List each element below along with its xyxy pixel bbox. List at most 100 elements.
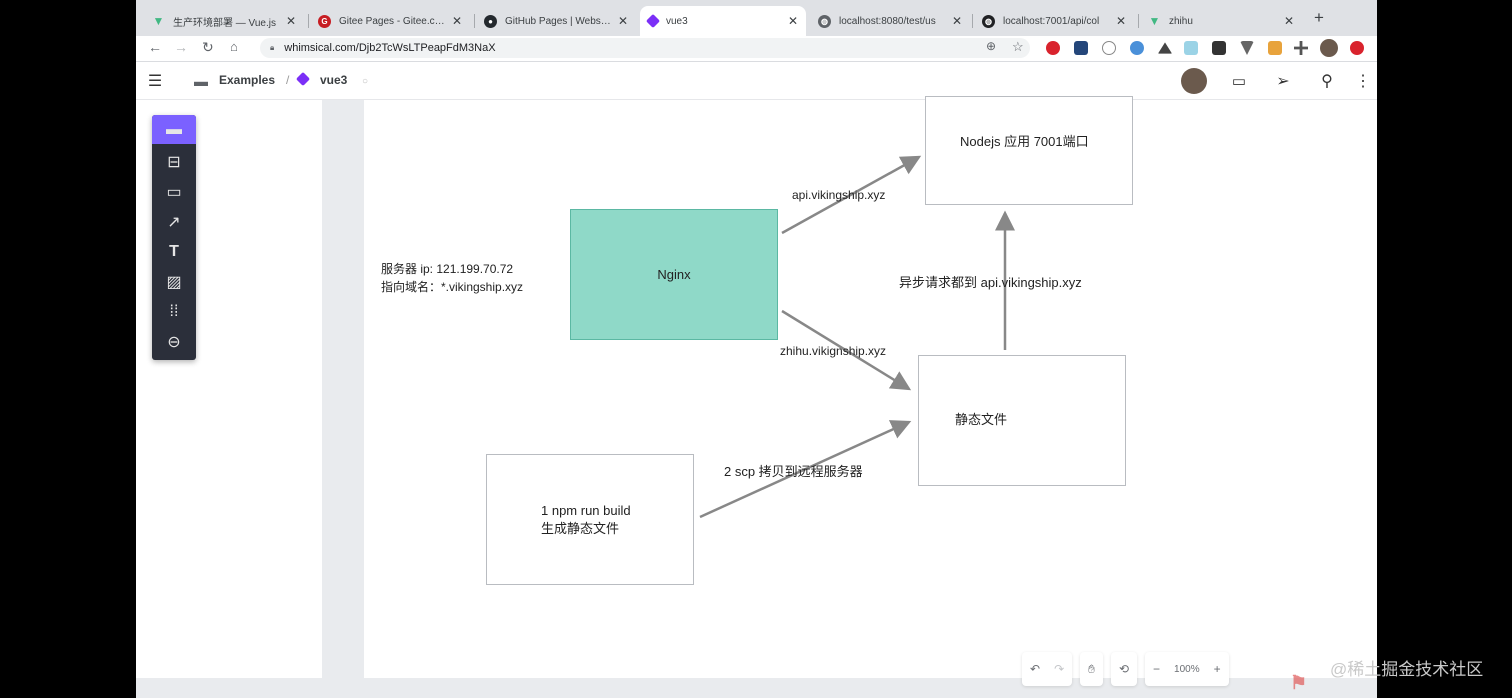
close-icon[interactable]: ✕ — [285, 14, 296, 28]
nodejs-label: Nodejs 应用 7001端口 — [960, 134, 1089, 149]
undo-redo-group: ↶ ↷ — [1022, 652, 1073, 686]
user-avatar[interactable] — [1181, 68, 1207, 94]
sidebar-toggle-icon[interactable]: ☰ — [147, 73, 163, 90]
home-icon[interactable]: ⌂ — [230, 39, 238, 54]
edge-label-scp: 2 scp 拷贝到远程服务器 — [724, 464, 863, 479]
comment-icon[interactable]: ▭ — [1231, 73, 1247, 90]
nginx-label: Nginx — [657, 267, 691, 282]
arrow-nginx-to-nodejs[interactable] — [781, 155, 922, 235]
text-tool-icon[interactable]: T — [169, 242, 179, 260]
bookmark-star-icon[interactable]: ☆ — [1012, 39, 1024, 54]
zoom-in-icon[interactable]: + — [1213, 662, 1221, 676]
tab-vue3[interactable]: vue3 ✕ — [640, 6, 806, 36]
nginx-box[interactable]: Nginx — [570, 209, 778, 340]
redo-icon[interactable]: ↷ — [1054, 662, 1065, 676]
url-text: whimsical.com/Djb2TcWsLTPeapFdM3NaX — [284, 42, 496, 54]
static-files-box[interactable]: 静态文件 — [918, 355, 1126, 486]
link-tool-icon[interactable]: ⊖ — [167, 333, 181, 351]
new-tab-button[interactable]: + — [1314, 8, 1324, 27]
close-icon[interactable]: ✕ — [1115, 14, 1126, 28]
static-files-label: 静态文件 — [955, 412, 1008, 427]
tab-vue-deploy[interactable]: ▼ 生产环境部署 — Vue.js ✕ — [144, 6, 304, 36]
edge-label-api: api.vikingship.xyz — [792, 188, 886, 202]
vue-icon: ▼ — [152, 14, 165, 28]
extension-icon[interactable] — [1268, 41, 1282, 55]
edge-label-async: 异步请求都到 api.vikingship.xyz — [899, 275, 1082, 290]
opera-extension-icon[interactable] — [1046, 41, 1060, 55]
wireframe-tool-icon[interactable]: ▭ — [166, 183, 182, 201]
globe-icon: ◍ — [982, 14, 995, 28]
board-info-icon[interactable]: ○ — [361, 75, 369, 87]
history-group: ⟲ — [1110, 652, 1138, 686]
extension-icon[interactable] — [1158, 42, 1172, 54]
whimsical-icon — [645, 13, 661, 29]
breadcrumb-folder[interactable]: Examples — [219, 73, 276, 87]
diagram-canvas[interactable]: 服务器 ip: 121.199.70.72 指向域名：*.vikingship.… — [364, 96, 1377, 678]
forward-icon[interactable]: → — [174, 39, 188, 55]
extension-icon[interactable] — [1184, 41, 1198, 55]
zoom-out-icon[interactable]: − — [1153, 662, 1161, 676]
install-app-icon[interactable]: ⊕ — [986, 39, 997, 53]
globe-icon: ◍ — [818, 14, 831, 28]
tab-title: GitHub Pages | Websites — [505, 15, 612, 27]
tab-divider — [972, 14, 973, 28]
gitee-icon: G — [318, 14, 331, 28]
more-options-icon[interactable]: ⋮ — [1355, 73, 1371, 90]
close-icon[interactable]: ✕ — [617, 14, 628, 28]
edge-label-zhihu: zhihu.vikignship.xyz — [780, 344, 887, 358]
server-ip-label: 服务器 ip: 121.199.70.72 — [381, 262, 514, 276]
connector-layer — [699, 155, 1015, 519]
tab-title: 生产环境部署 — Vue.js — [173, 17, 276, 29]
extension-icon[interactable] — [1074, 41, 1088, 55]
share-send-icon[interactable]: ➢ — [1276, 73, 1290, 90]
arrow-nginx-to-static[interactable] — [781, 309, 912, 391]
close-icon[interactable]: ✕ — [451, 14, 462, 28]
nodejs-box[interactable]: Nodejs 应用 7001端口 — [925, 96, 1133, 205]
hand-icon[interactable]: ✋︎ — [1088, 661, 1095, 676]
address-bar[interactable]: 🔒︎ whimsical.com/Djb2TcWsLTPeapFdM3NaX — [260, 38, 1030, 58]
tab-divider — [308, 14, 309, 28]
arrow-build-to-static[interactable] — [699, 420, 912, 519]
tab-title: localhost:7001/api/col — [1003, 15, 1100, 27]
lock-icon: 🔒︎ — [270, 43, 275, 52]
canvas-controls: ↶ ↷ ✋︎ ⟲ − 100% + — [1022, 652, 1229, 686]
imooc-logo: ⚑ — [1290, 673, 1308, 694]
search-icon[interactable]: ⚲ — [1321, 73, 1333, 90]
board-tool-icon[interactable]: ▬ — [152, 115, 196, 144]
tab-gitee-pages[interactable]: G Gitee Pages - Gitee.com ✕ — [310, 6, 470, 36]
tab-title: localhost:8080/test/us — [839, 15, 936, 27]
arrow-tool-icon[interactable]: ↗ — [167, 213, 181, 231]
back-icon[interactable]: ← — [148, 39, 162, 55]
close-icon[interactable]: ✕ — [951, 14, 962, 28]
tab-localhost-8080[interactable]: ◍ localhost:8080/test/us ✕ — [810, 6, 970, 36]
tab-title: zhihu — [1169, 15, 1193, 27]
tab-zhihu[interactable]: ▼ zhihu ✕ — [1140, 6, 1302, 36]
clock-extension-icon[interactable] — [1102, 41, 1116, 55]
zoom-level[interactable]: 100% — [1174, 663, 1200, 675]
build-box[interactable]: 1 npm run build 生成静态文件 — [486, 454, 694, 585]
breadcrumb-separator: / — [286, 73, 290, 87]
pan-group: ✋︎ — [1080, 652, 1103, 686]
close-icon[interactable]: ✕ — [787, 14, 798, 28]
puzzle-icon[interactable] — [1294, 41, 1308, 55]
close-icon[interactable]: ✕ — [1283, 14, 1294, 28]
grid-tool-icon[interactable]: ⁞⁞ — [169, 302, 179, 320]
breadcrumb-board[interactable]: vue3 — [320, 73, 348, 87]
image-tool-icon[interactable]: ▨ — [166, 273, 182, 291]
server-domain-label: 指向域名：*.vikingship.xyz — [381, 280, 524, 294]
tab-github-pages[interactable]: ● GitHub Pages | Websites ✕ — [476, 6, 636, 36]
undo-icon[interactable]: ↶ — [1030, 662, 1041, 676]
profile-avatar[interactable] — [1320, 39, 1338, 57]
flowchart-tool-icon[interactable]: ⊟ — [167, 153, 181, 171]
history-icon[interactable]: ⟲ — [1118, 662, 1130, 676]
vue-devtools-icon[interactable] — [1240, 41, 1254, 55]
browser-window: ▼ 生产环境部署 — Vue.js ✕ G Gitee Pages - Gite… — [136, 0, 1377, 698]
reload-icon[interactable]: ↻ — [202, 39, 214, 55]
tab-title: Gitee Pages - Gitee.com — [339, 15, 446, 27]
tab-strip: ▼ 生产环境部署 — Vue.js ✕ G Gitee Pages - Gite… — [136, 0, 1377, 36]
extension-icon[interactable] — [1130, 41, 1144, 55]
extension-icon[interactable] — [1212, 41, 1226, 55]
zoom-group: − 100% + — [1145, 652, 1229, 686]
opera-icon[interactable] — [1350, 41, 1364, 55]
tab-localhost-7001[interactable]: ◍ localhost:7001/api/col ✕ — [974, 6, 1134, 36]
